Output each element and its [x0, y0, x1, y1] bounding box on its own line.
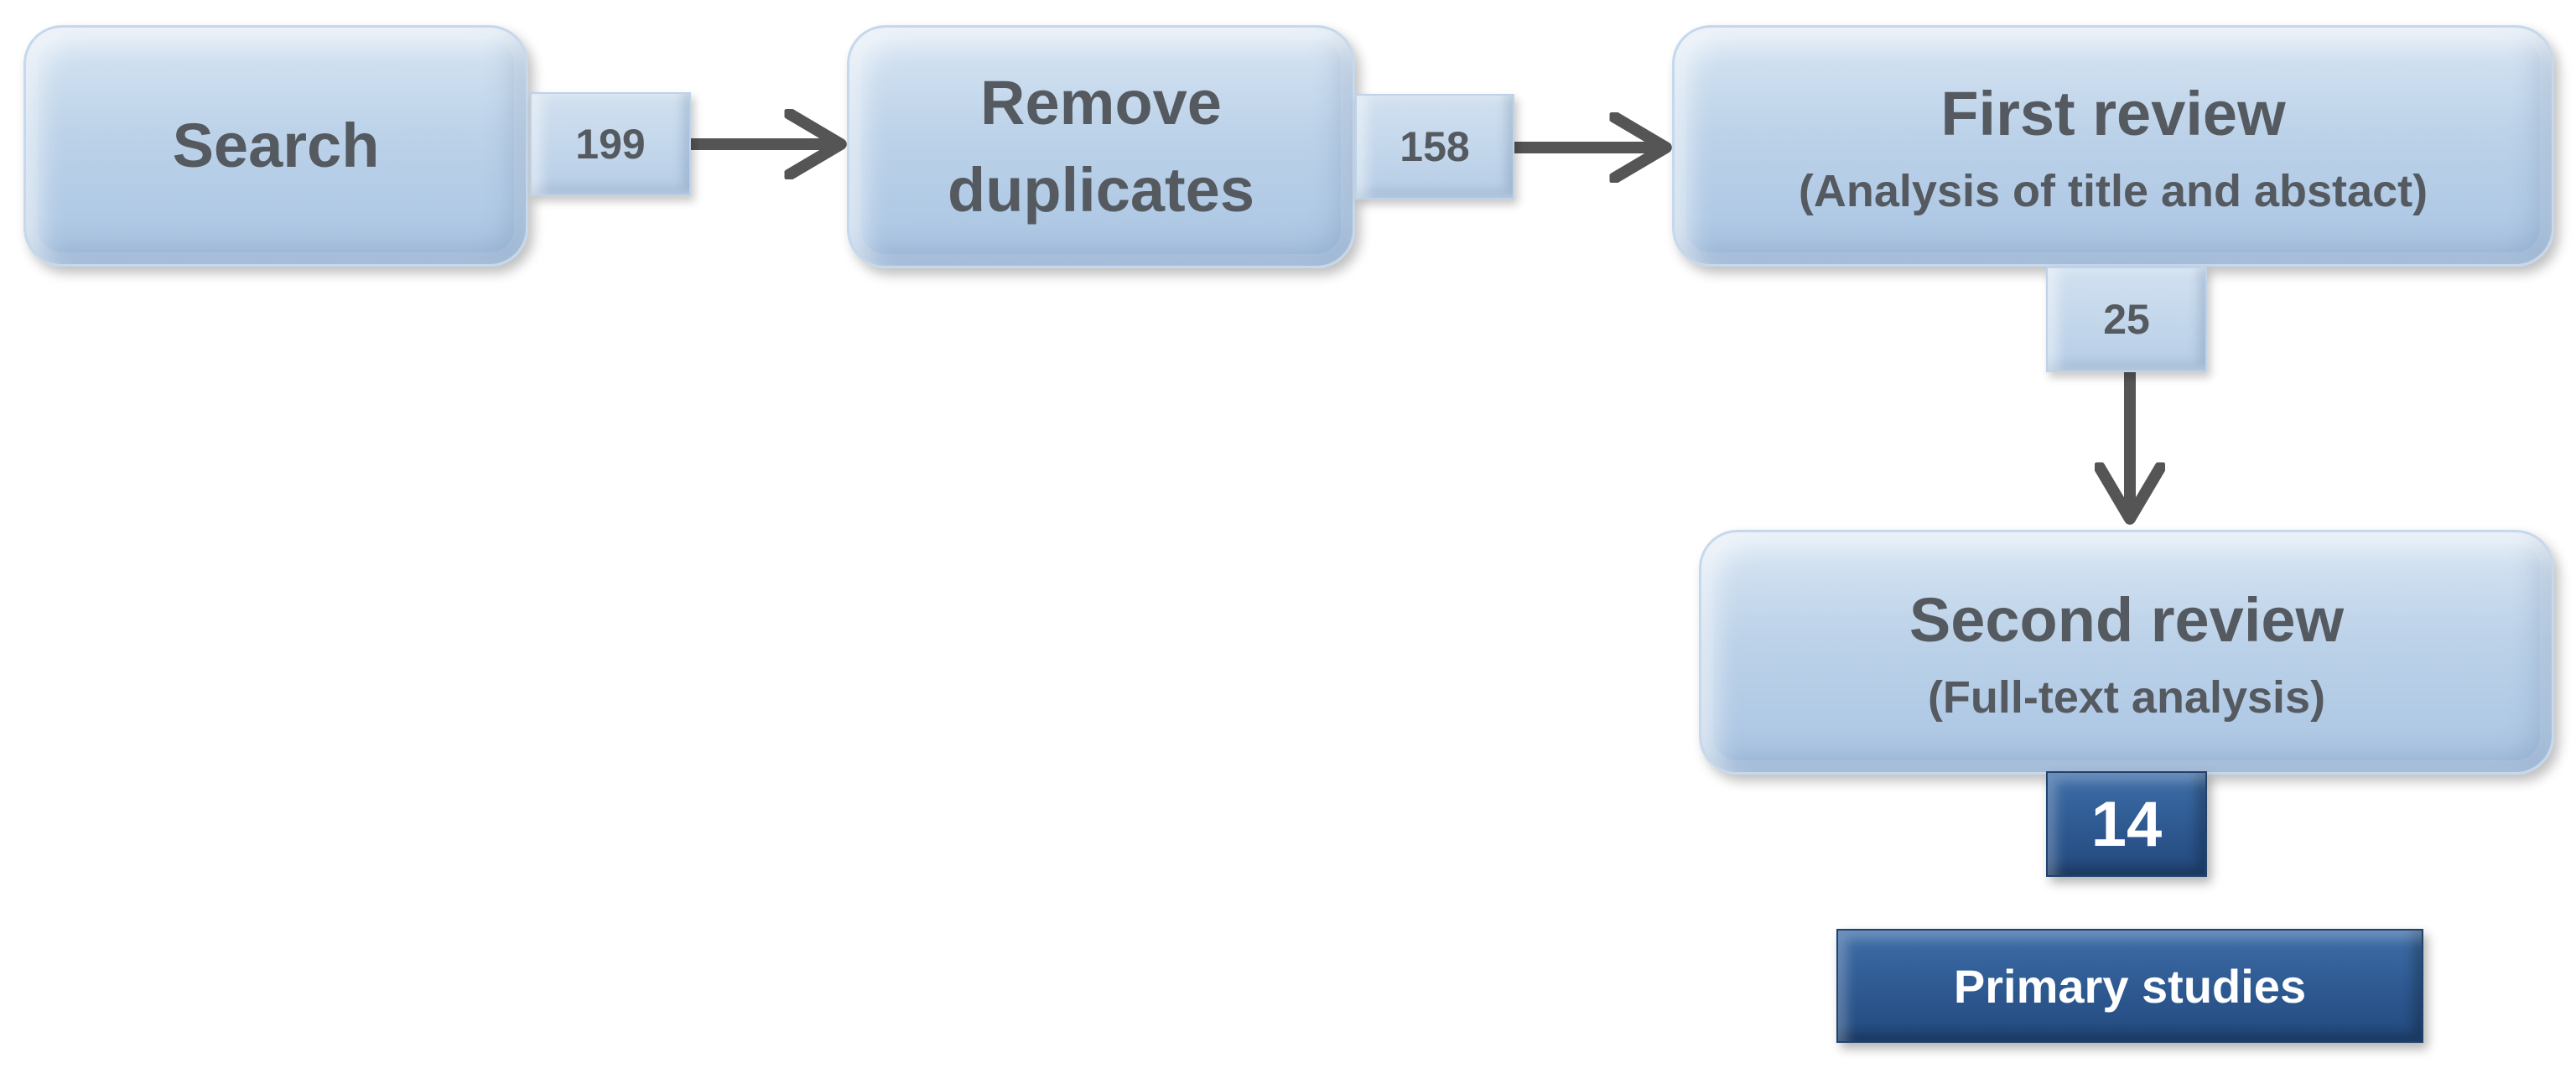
first-review-step-box: First review (Analysis of title and abst… [1672, 25, 2554, 267]
count-after-duplicates: 158 [1400, 123, 1470, 170]
remove-duplicates-line2: duplicates [948, 155, 1254, 225]
final-count: 14 [2090, 788, 2163, 860]
count-badge-after-search: 199 [530, 92, 691, 196]
count-badge-after-duplicates: 158 [1355, 94, 1514, 200]
first-review-title: First review [1940, 79, 2286, 148]
count-badge-after-first-review: 25 [2046, 267, 2207, 372]
final-count-badge: 14 [2046, 771, 2207, 877]
first-review-subtitle: (Analysis of title and abstact) [1798, 166, 2428, 216]
count-after-search: 199 [575, 121, 646, 168]
search-step-box: Search [23, 25, 528, 267]
primary-studies-box: Primary studies [1836, 929, 2423, 1043]
search-step-label: Search [172, 111, 380, 180]
remove-duplicates-line1: Remove [980, 68, 1222, 137]
second-review-step-box: Second review (Full-text analysis) [1699, 530, 2554, 775]
second-review-subtitle: (Full-text analysis) [1927, 672, 2326, 723]
count-after-first-review: 25 [2103, 296, 2150, 343]
second-review-title: Second review [1909, 585, 2345, 655]
primary-studies-label: Primary studies [1953, 959, 2307, 1013]
remove-duplicates-step-box: Remove duplicates [847, 25, 1355, 268]
